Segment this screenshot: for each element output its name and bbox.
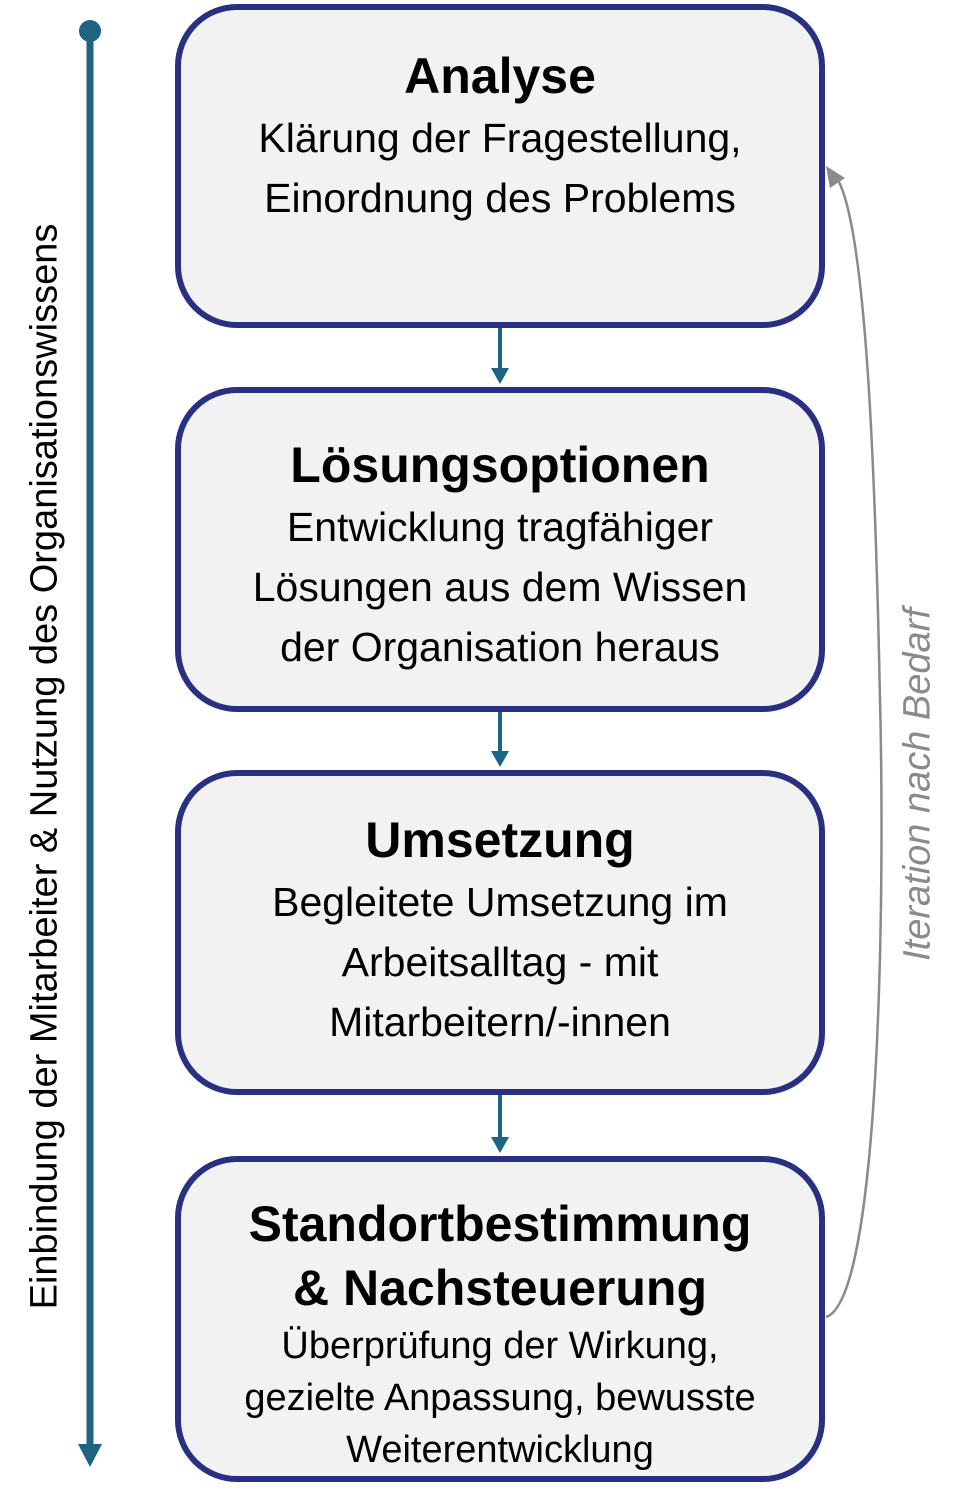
step-desc-line: der Organisation heraus [280, 624, 720, 670]
step-analyse: Analyse Klärung der Fragestellung, Einor… [175, 4, 825, 328]
side-label: Einbindung der Mitarbeiter & Nutzung des… [23, 223, 66, 1310]
step-standortbestimmung: Standortbestimmung & Nachsteuerung Überp… [175, 1156, 825, 1482]
step-title: Lösungsoptionen [290, 437, 710, 493]
step-desc-line: Lösungen aus dem Wissen [252, 564, 748, 610]
step-desc-line: gezielte Anpassung, bewusste [244, 1377, 756, 1419]
step-desc-line: Begleitete Umsetzung im [272, 879, 728, 925]
flow-arrow-1 [491, 328, 509, 384]
step-loesungsoptionen: Lösungsoptionen Entwicklung tragfähiger … [175, 387, 825, 712]
flow-arrow-2 [491, 712, 509, 767]
step-umsetzung: Umsetzung Begleitete Umsetzung im Arbeit… [175, 770, 825, 1095]
step-desc-line: Mitarbeitern/-innen [329, 999, 671, 1045]
step-desc-line: Weiterentwicklung [346, 1429, 654, 1471]
step-desc-line: Arbeitsalltag - mit [341, 939, 659, 985]
iteration-arrow [825, 166, 883, 1319]
step-desc-line: Entwicklung tragfähiger [286, 504, 714, 550]
step-title-line2: & Nachsteuerung [293, 1260, 707, 1316]
step-desc-line: Überprüfung der Wirkung, [281, 1325, 719, 1367]
step-title: Umsetzung [365, 812, 635, 868]
iteration-label: Iteration nach Bedarf [896, 608, 939, 961]
step-desc-line: Einordnung des Problems [264, 175, 736, 221]
flow-arrow-3 [491, 1095, 509, 1153]
step-title: Analyse [404, 48, 596, 104]
timeline-arrow [78, 20, 102, 1467]
step-desc-line: Klärung der Fragestellung, [258, 115, 742, 161]
step-title: Standortbestimmung [248, 1196, 752, 1252]
